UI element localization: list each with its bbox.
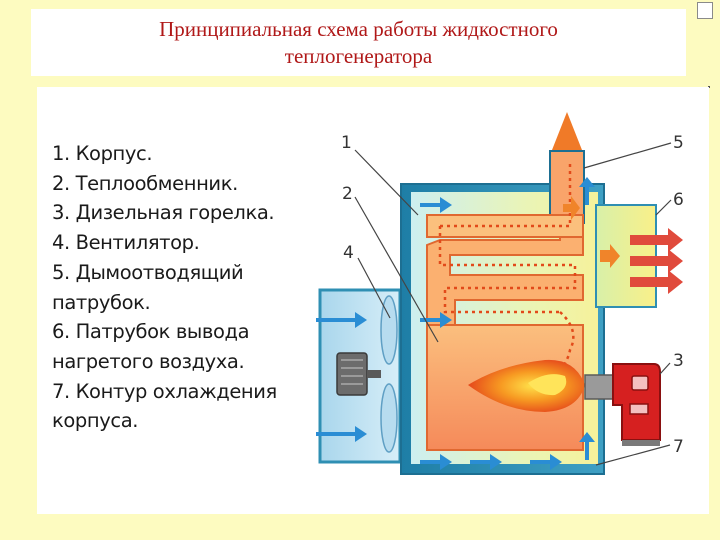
callout-4: 4	[343, 243, 354, 263]
legend-item-5-cont: патрубок.	[52, 290, 151, 314]
title-line-2: теплогенератора	[284, 43, 433, 68]
hot-air-flow-arrows	[563, 196, 620, 268]
legend-item-4: 4. Вентилятор.	[52, 231, 200, 255]
component-legend: 1. Корпус. 2. Теплообменник. 3. Дизельна…	[52, 139, 322, 436]
chimney-pipe	[549, 150, 585, 224]
flame-icon	[468, 359, 585, 412]
callout-leaders	[354, 142, 672, 466]
burner-icon	[584, 363, 661, 446]
fan-motor-icon	[336, 295, 398, 453]
hot-air-output-arrows	[630, 228, 683, 294]
legend-item-1: 1. Корпус.	[52, 142, 153, 165]
callout-1: 1	[341, 133, 352, 153]
legend-item-7-cont: корпуса.	[52, 409, 139, 433]
airflow-arrows	[316, 177, 595, 470]
legend-item-5: 5. Дымоотводящий	[52, 260, 244, 284]
legend-item-2: 2. Теплообменник.	[52, 171, 238, 195]
legend-item-6: 6. Патрубок вывода	[52, 320, 250, 344]
callout-7: 7	[673, 437, 684, 457]
legend-item-7: 7. Контур охлаждения	[52, 379, 277, 403]
legend-item-6-cont: нагретого воздуха.	[52, 349, 245, 373]
callout-5: 5	[673, 133, 684, 153]
legend-item-3: 3. Дизельная горелка.	[52, 201, 275, 225]
slide-title: Принципиальная схема работы жидкостного …	[31, 9, 686, 76]
corner-dot	[708, 86, 710, 88]
intake-arrow-top	[316, 312, 367, 328]
callout-6: 6	[673, 190, 684, 210]
smoke-plume-icon	[552, 112, 582, 150]
callout-3: 3	[673, 351, 684, 371]
title-line-1: Принципиальная схема работы жидкостного	[159, 16, 558, 41]
intake-arrow-bottom	[316, 426, 367, 442]
callout-2: 2	[342, 184, 353, 204]
window-corner-icon[interactable]	[697, 2, 713, 19]
